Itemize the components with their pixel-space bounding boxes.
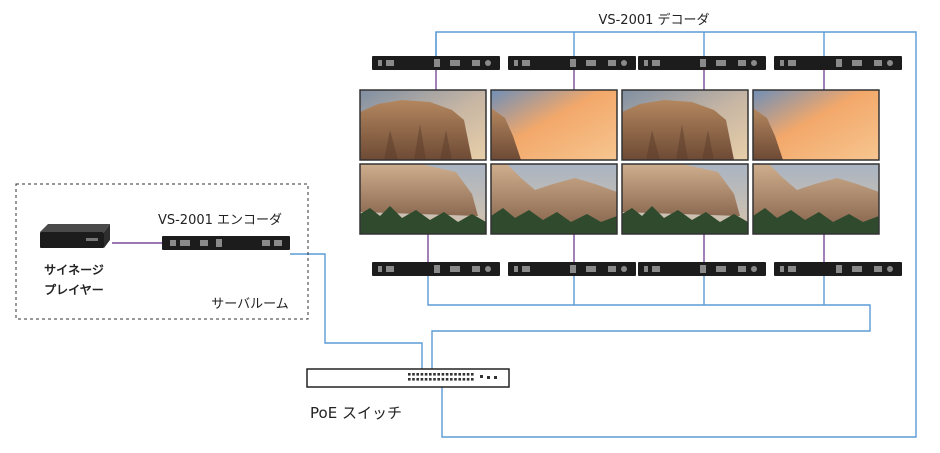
switch-port bbox=[412, 378, 415, 381]
switch-port bbox=[445, 373, 449, 376]
switch-port bbox=[454, 373, 457, 376]
switch-port bbox=[416, 378, 419, 381]
display-screen-icon bbox=[752, 163, 880, 235]
player-label-line1: サイネージ bbox=[44, 263, 104, 277]
switch-port bbox=[433, 378, 436, 381]
switch-port bbox=[462, 378, 466, 381]
display-screen-icon bbox=[621, 89, 749, 161]
switch-port bbox=[420, 378, 424, 381]
display-screen-icon bbox=[752, 89, 880, 161]
switch-port bbox=[429, 373, 432, 376]
display-screen-icon bbox=[359, 89, 487, 161]
encoder-device-icon bbox=[162, 236, 290, 250]
signage-player-icon bbox=[40, 224, 110, 248]
poe-switch-label: PoE スイッチ bbox=[310, 404, 402, 422]
switch-port bbox=[441, 373, 445, 376]
switch-port bbox=[433, 373, 436, 376]
decoder-device-icon bbox=[508, 262, 636, 276]
switch-uplink-port bbox=[480, 375, 483, 378]
poe-switch-icon bbox=[306, 368, 510, 388]
switch-port bbox=[441, 378, 445, 381]
player-label-line2: プレイヤー bbox=[44, 282, 104, 297]
switch-port bbox=[420, 373, 424, 376]
network-cabling bbox=[290, 31, 917, 438]
decoder-device-icon bbox=[372, 56, 500, 70]
decoder-device-icon bbox=[774, 262, 902, 276]
decoder-device-icon bbox=[774, 56, 902, 70]
switch-port bbox=[462, 373, 466, 376]
switch-port bbox=[458, 378, 461, 381]
decoder-device-icon bbox=[372, 262, 500, 276]
decoder-title: VS-2001 デコーダ bbox=[598, 12, 709, 28]
switch-port bbox=[466, 378, 470, 381]
switch-port bbox=[429, 378, 432, 381]
switch-port bbox=[471, 373, 474, 376]
video-cabling bbox=[112, 70, 825, 262]
switch-port bbox=[437, 378, 440, 381]
encoder-to-switch bbox=[290, 253, 423, 369]
switch-uplink-port bbox=[494, 376, 497, 379]
switch-port bbox=[408, 378, 411, 381]
switch-port bbox=[424, 373, 428, 376]
switch-port bbox=[412, 373, 415, 376]
switch-port bbox=[450, 373, 453, 376]
decoder-device-icon bbox=[638, 56, 766, 70]
switch-port bbox=[408, 373, 411, 376]
switch-port bbox=[466, 373, 470, 376]
switch-port bbox=[437, 373, 440, 376]
encoder-title: VS-2001 エンコーダ bbox=[158, 213, 282, 228]
switch-port bbox=[458, 373, 461, 376]
bottom-decoder-bus bbox=[427, 276, 871, 369]
switch-port bbox=[445, 378, 449, 381]
server-room-label: サーバルーム bbox=[211, 297, 288, 312]
display-screen-icon bbox=[359, 163, 487, 235]
display-screen-icon bbox=[490, 163, 618, 235]
decoder-device-icon bbox=[508, 56, 636, 70]
decoder-device-icon bbox=[638, 262, 766, 276]
switch-port bbox=[450, 378, 453, 381]
switch-port bbox=[424, 378, 428, 381]
server-room-box bbox=[15, 183, 309, 320]
switch-port bbox=[471, 378, 474, 381]
display-screen-icon bbox=[621, 163, 749, 235]
switch-uplink-port bbox=[487, 376, 490, 379]
switch-port bbox=[454, 378, 457, 381]
switch-port bbox=[416, 373, 419, 376]
display-screen-icon bbox=[490, 89, 618, 161]
